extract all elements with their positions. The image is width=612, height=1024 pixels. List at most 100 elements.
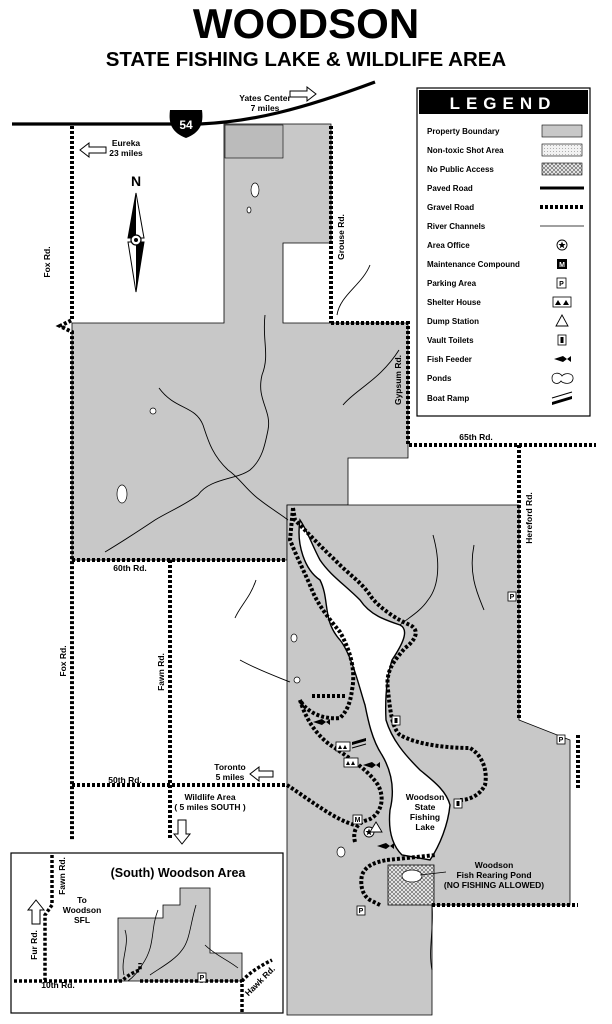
svg-text:Wildlife Area: Wildlife Area xyxy=(184,792,235,802)
svg-text:N: N xyxy=(131,173,141,189)
road-label-grouse: Grouse Rd. xyxy=(336,214,346,260)
svg-text:State: State xyxy=(415,802,436,812)
svg-text:(NO FISHING ALLOWED): (NO FISHING ALLOWED) xyxy=(444,880,544,890)
highway-54-shield: 54 xyxy=(169,110,203,138)
svg-text:Woodson: Woodson xyxy=(406,792,445,802)
river-channels xyxy=(104,264,485,971)
legend-item-property: Property Boundary xyxy=(427,124,583,138)
svg-text:Shelter House: Shelter House xyxy=(427,298,481,307)
svg-text:23 miles: 23 miles xyxy=(109,148,143,158)
arrow-down-icon xyxy=(172,819,192,845)
svg-text:Eureka: Eureka xyxy=(112,138,141,148)
inset-road-fawn: Fawn Rd. xyxy=(57,857,67,895)
map-title: WOODSON xyxy=(193,0,419,47)
svg-text:5 miles: 5 miles xyxy=(216,772,245,782)
svg-text:7 miles: 7 miles xyxy=(251,103,280,113)
svg-text:Woodson: Woodson xyxy=(475,860,514,870)
toilet-icon xyxy=(453,798,463,809)
road-label-gypsum: Gypsum Rd. xyxy=(393,355,403,405)
pond xyxy=(336,846,346,858)
inset-to-label: To xyxy=(77,895,87,905)
svg-text:Paved Road: Paved Road xyxy=(427,184,473,193)
legend-item-boatramp: Boat Ramp xyxy=(427,391,573,405)
svg-text:Fish Feeder: Fish Feeder xyxy=(427,355,472,364)
svg-text:M: M xyxy=(355,817,361,824)
legend-item-toilets: Vault Toilets xyxy=(427,334,567,346)
legend-item-nopublic: No Public Access xyxy=(427,162,583,176)
legend-heading: LEGEND xyxy=(450,94,557,113)
dump-station-icon xyxy=(555,314,569,327)
svg-text:Lake: Lake xyxy=(415,822,435,832)
highway-54 xyxy=(12,80,376,126)
svg-text:Yates Center: Yates Center xyxy=(239,93,291,103)
svg-text:Gravel Road: Gravel Road xyxy=(427,203,474,212)
boat-ramp-icon xyxy=(351,738,367,749)
pond xyxy=(250,182,260,198)
svg-text:Ponds: Ponds xyxy=(427,374,452,383)
shelter-icon xyxy=(343,757,359,768)
toilet-icon xyxy=(391,715,401,726)
non-toxic-shot-area xyxy=(224,124,284,159)
wildlife-area-direction: Wildlife Area ( 5 miles SOUTH ) xyxy=(172,792,246,845)
svg-text:Toronto: Toronto xyxy=(214,762,245,772)
legend: LEGEND Property Boundary Non-toxic Shot … xyxy=(416,87,591,417)
legend-item-ponds: Ponds xyxy=(427,372,574,384)
legend-item-shelter: Shelter House xyxy=(427,296,572,308)
legend-item-paved: Paved Road xyxy=(427,184,584,193)
svg-text:Non-toxic Shot Area: Non-toxic Shot Area xyxy=(427,146,504,155)
inset-title: (South) Woodson Area xyxy=(111,866,247,880)
legend-item-nontoxic: Non-toxic Shot Area xyxy=(427,143,583,157)
svg-text:P: P xyxy=(559,281,564,288)
legend-item-river: River Channels xyxy=(427,222,584,231)
legend-item-maintenance: Maintenance Compound M xyxy=(427,259,567,269)
shelter-icon xyxy=(552,296,572,308)
road-label-hereford: Hereford Rd. xyxy=(524,492,534,543)
legend-item-office: Area Office xyxy=(427,239,568,251)
svg-text:River Channels: River Channels xyxy=(427,222,486,231)
svg-text:Parking Area: Parking Area xyxy=(427,279,477,288)
inset-road-10th: 10th Rd. xyxy=(41,980,75,990)
svg-text:P: P xyxy=(510,594,515,601)
fish-icon xyxy=(554,356,571,362)
yates-center-direction: Yates Center 7 miles xyxy=(239,85,317,113)
toronto-direction: Toronto 5 miles xyxy=(214,762,274,783)
arrow-right-icon xyxy=(289,85,317,103)
pond xyxy=(116,484,128,504)
pond-icon xyxy=(551,372,574,384)
svg-text:Maintenance Compound: Maintenance Compound xyxy=(427,260,520,269)
svg-text:Boat Ramp: Boat Ramp xyxy=(427,394,469,403)
svg-text:Area Office: Area Office xyxy=(427,241,470,250)
arrow-up-icon xyxy=(26,899,46,925)
pond xyxy=(293,676,301,684)
svg-text:P: P xyxy=(200,975,205,982)
svg-text:M: M xyxy=(559,262,565,269)
legend-item-dump: Dump Station xyxy=(427,314,569,327)
parking-icon: P xyxy=(356,905,366,916)
pond xyxy=(290,633,298,643)
inset-to-label: Woodson xyxy=(63,905,102,915)
m-icon xyxy=(557,259,567,269)
svg-text:No Public Access: No Public Access xyxy=(427,165,494,174)
road-label-50th: 50th Rd. xyxy=(108,775,142,785)
svg-text:Fishing: Fishing xyxy=(410,812,440,822)
map-subtitle: STATE FISHING LAKE & WILDLIFE AREA xyxy=(106,48,507,71)
pond-label: Woodson Fish Rearing Pond (NO FISHING AL… xyxy=(419,860,544,890)
legend-item-parking: Parking Area P xyxy=(427,277,567,289)
parking-icon: P xyxy=(507,591,517,602)
eureka-direction: Eureka 23 miles xyxy=(79,138,143,159)
arrow-left-icon xyxy=(79,141,107,159)
road-label-fawn: Fawn Rd. xyxy=(156,653,166,691)
road-label-fox-south: Fox Rd. xyxy=(58,645,68,676)
p-icon xyxy=(556,277,567,289)
svg-text:( 5 miles SOUTH ): ( 5 miles SOUTH ) xyxy=(174,802,245,812)
legend-item-fish: Fish Feeder xyxy=(427,355,571,364)
fish-feeder-icon xyxy=(313,719,330,725)
maintenance-icon: M xyxy=(352,814,363,825)
svg-text:P: P xyxy=(559,737,564,744)
road-label-fox-north: Fox Rd. xyxy=(42,246,52,277)
arrow-left-icon xyxy=(249,765,274,783)
road-label-60th: 60th Rd. xyxy=(113,563,147,573)
north-arrow: N xyxy=(127,173,145,293)
svg-text:54: 54 xyxy=(179,118,193,132)
